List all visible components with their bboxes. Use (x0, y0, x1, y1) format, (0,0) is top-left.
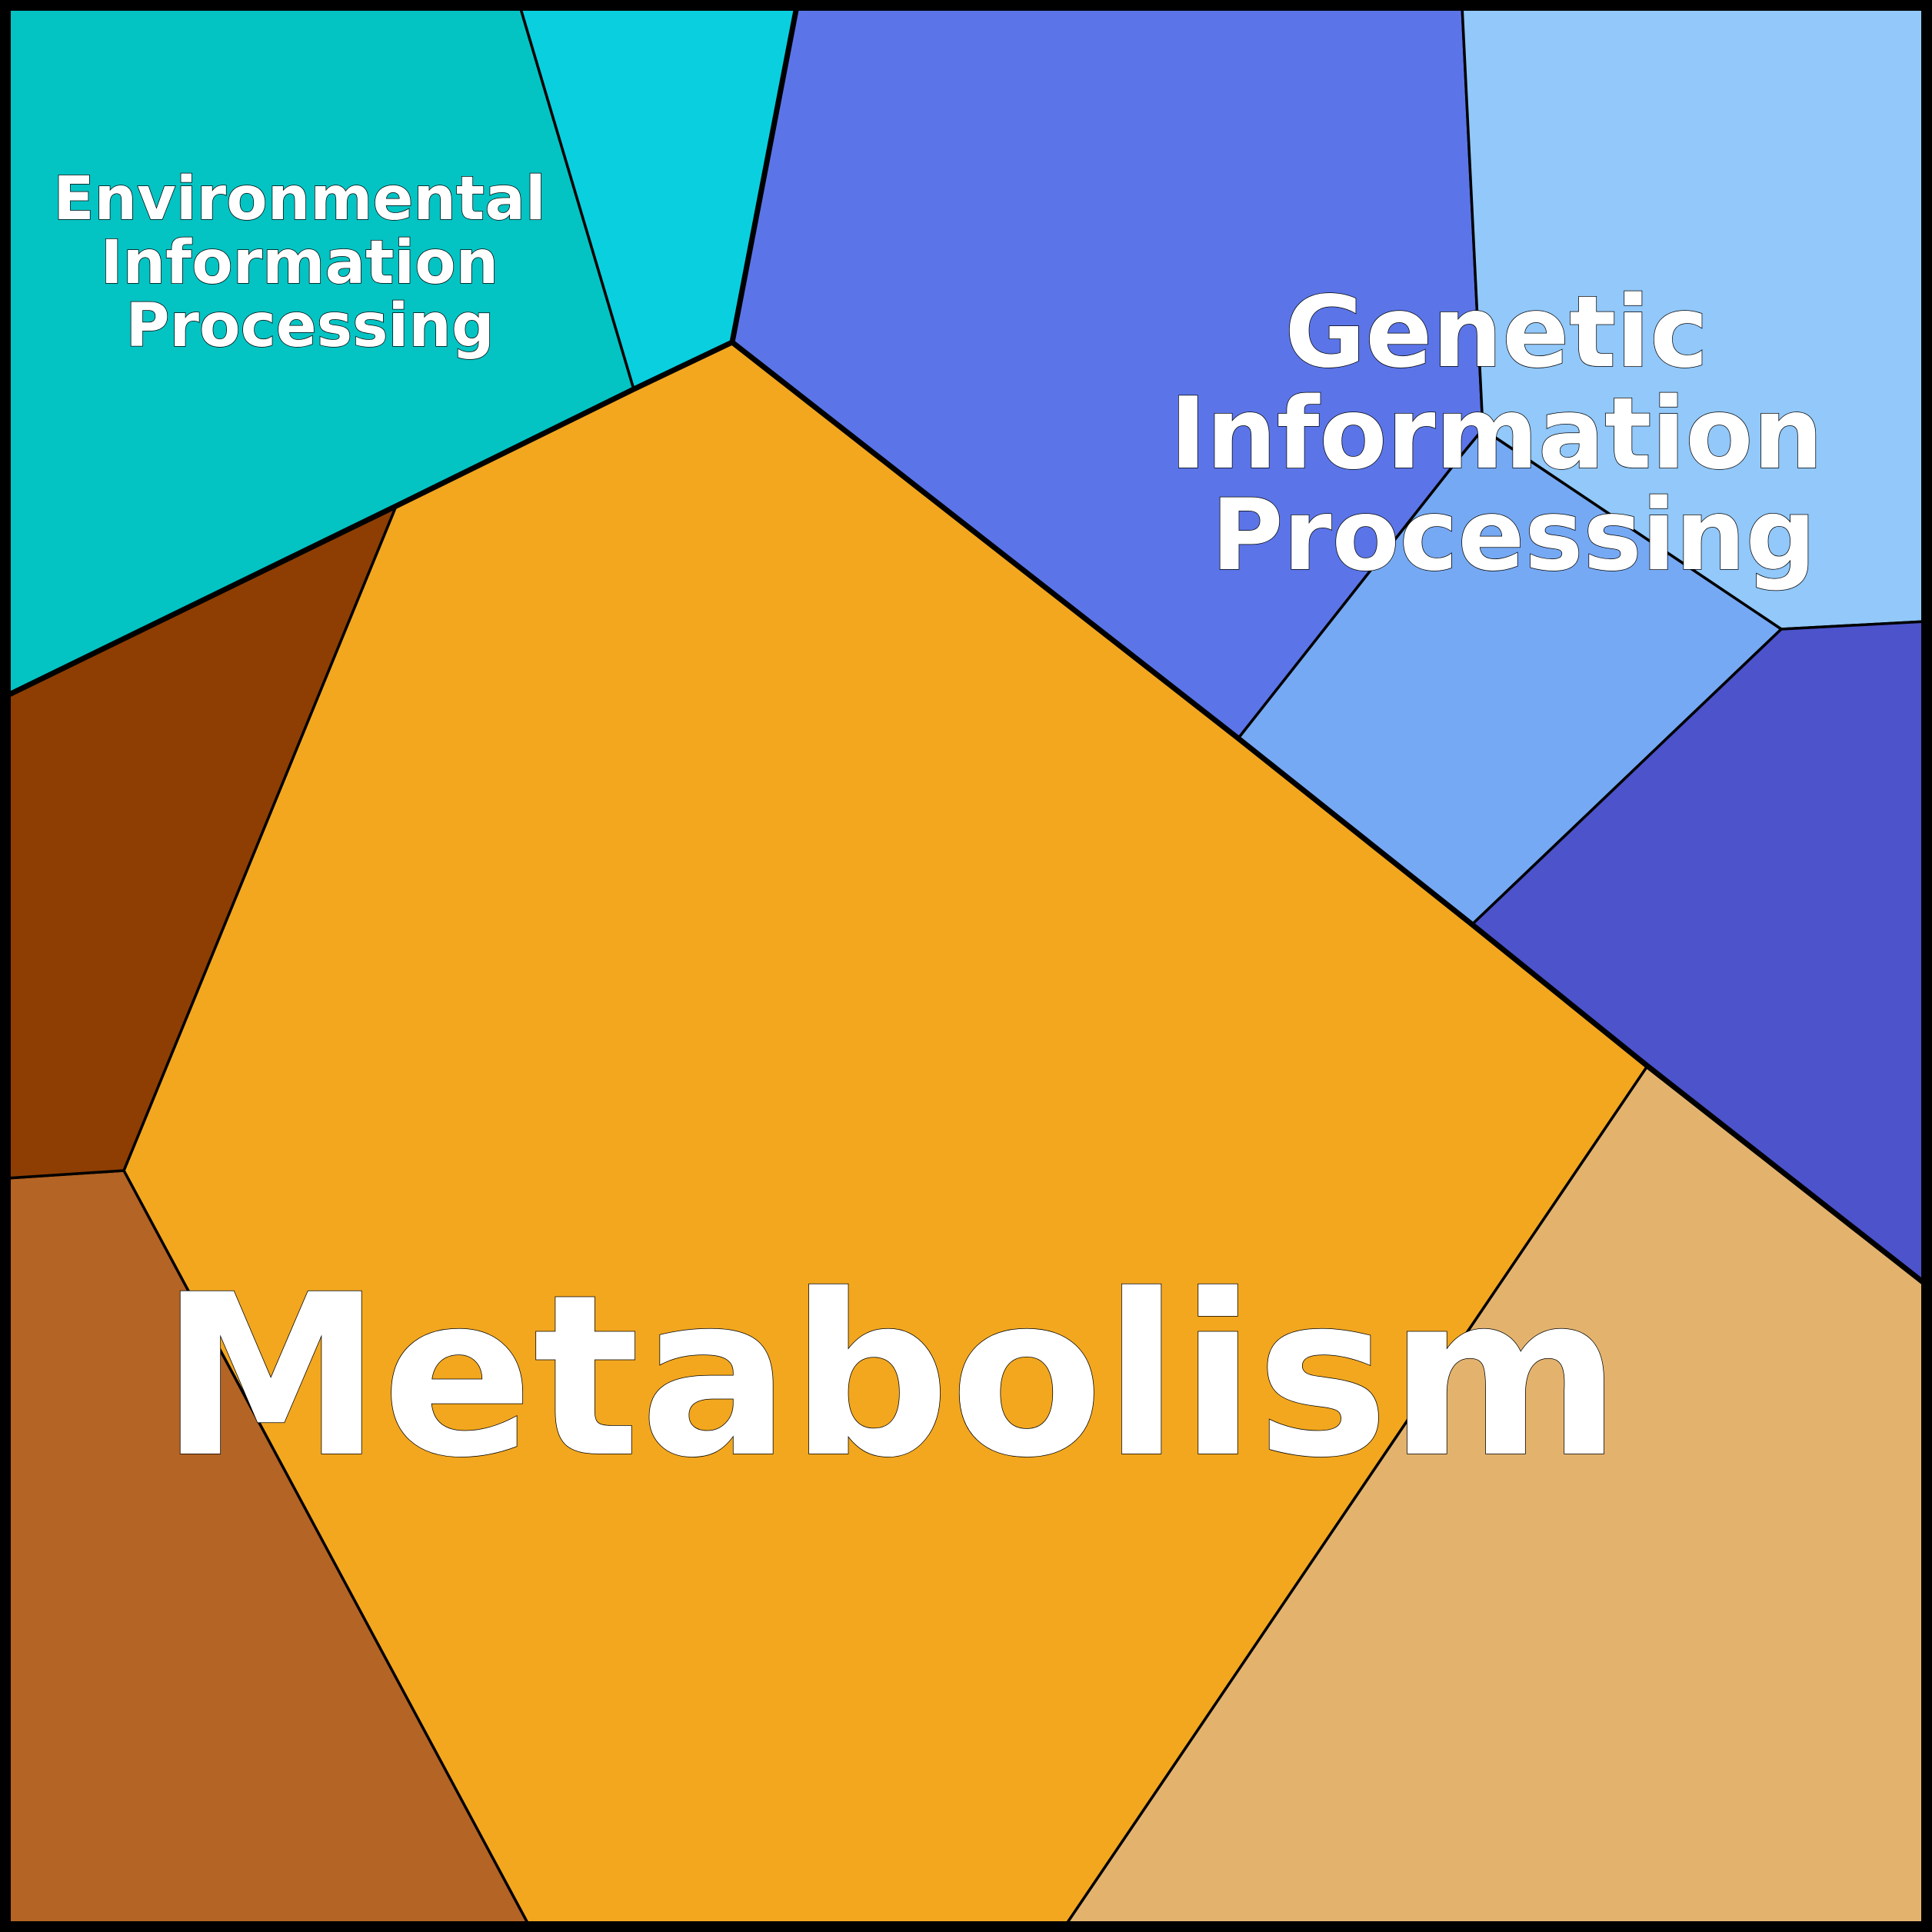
label-environmental-information-processing: Environmental Information Processing (53, 165, 567, 361)
label-line: Processing (125, 291, 494, 361)
boundary-genetic-metabolism (729, 339, 1929, 1287)
label-line: Environmental (53, 165, 545, 234)
label-line: Genetic (1284, 275, 1708, 390)
label-genetic-information-processing: Genetic Information Processing (1170, 275, 1857, 593)
label-line: Processing (1211, 478, 1817, 593)
label-metabolism: Metabolism (160, 1247, 1621, 1507)
boundary-environmental-metabolism (3, 339, 735, 699)
label-line: Information (1170, 377, 1823, 491)
label-line: Information (101, 228, 499, 298)
boundary-environmental-genetic (729, 3, 800, 345)
